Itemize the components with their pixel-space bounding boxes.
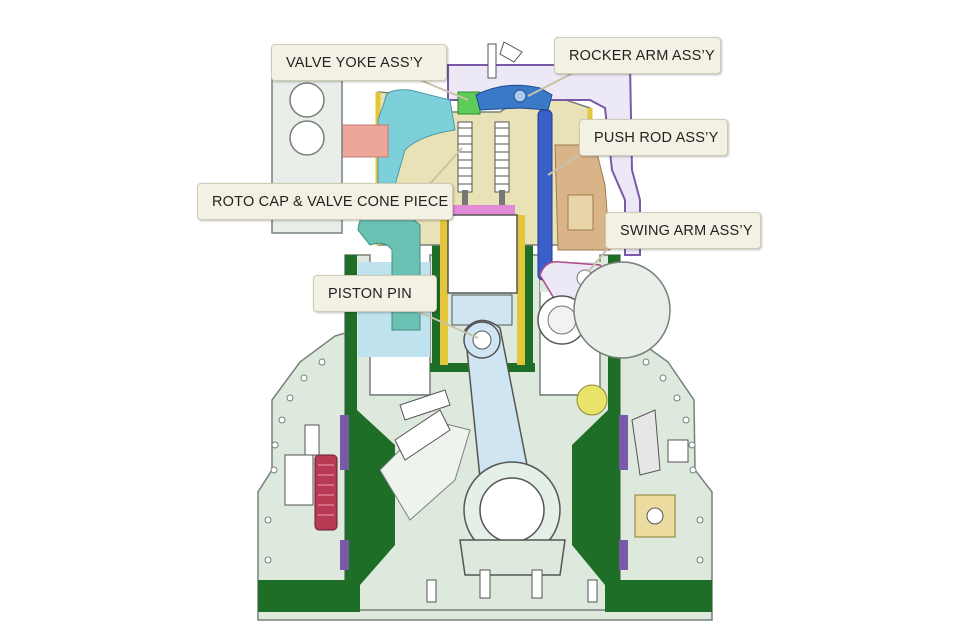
fuel-pump — [284, 454, 314, 506]
camshaft-inner — [547, 305, 577, 335]
fuel-filter — [304, 424, 320, 456]
cap-bolts — [426, 569, 598, 603]
oil-plug — [576, 384, 608, 416]
right-valve-fitting — [667, 439, 689, 463]
piston-crown — [450, 205, 515, 215]
right-side-cover — [573, 261, 671, 359]
rocker-cover-bolt — [487, 41, 523, 79]
governor-shaft — [646, 507, 664, 525]
callout-piston-pin: PISTON PIN — [313, 275, 437, 312]
callout-push-rod: PUSH ROD ASS’Y — [579, 119, 728, 156]
tappet-guide — [567, 194, 594, 231]
connecting-rod — [464, 319, 529, 479]
exhaust-pipe — [337, 124, 389, 158]
piston-pin — [472, 330, 492, 350]
callout-roto-cap: ROTO CAP & VALVE CONE PIECE — [197, 183, 453, 220]
block-base-wall — [258, 580, 712, 612]
rocker-pivot — [513, 89, 527, 103]
cylinder-liner-right — [517, 215, 525, 365]
valve-train — [457, 121, 510, 205]
vibration-damper — [314, 454, 338, 531]
cylinder-liner-left — [440, 215, 448, 365]
push-rod — [537, 109, 553, 281]
left-housing-port-bottom — [289, 120, 325, 156]
callout-valve-yoke: VALVE YOKE ASS’Y — [271, 44, 447, 81]
intake-port — [377, 89, 456, 241]
damper-ridges — [318, 464, 334, 516]
piston — [447, 214, 518, 294]
purple-casing-strips — [340, 415, 628, 570]
leader-rocker-arm — [527, 71, 576, 97]
callout-rocker-arm: ROCKER ARM ASS’Y — [554, 37, 721, 74]
right-bracket — [631, 409, 661, 476]
callout-swing-arm: SWING ARM ASS’Y — [605, 212, 761, 249]
balance-weight — [394, 389, 451, 461]
leader-piston-pin — [409, 307, 479, 339]
block-wall-left — [345, 255, 395, 612]
conn-rod-cap — [459, 539, 566, 576]
leader-valve-yoke — [419, 79, 469, 101]
crankpin — [479, 477, 545, 543]
left-housing-port-top — [289, 82, 325, 118]
